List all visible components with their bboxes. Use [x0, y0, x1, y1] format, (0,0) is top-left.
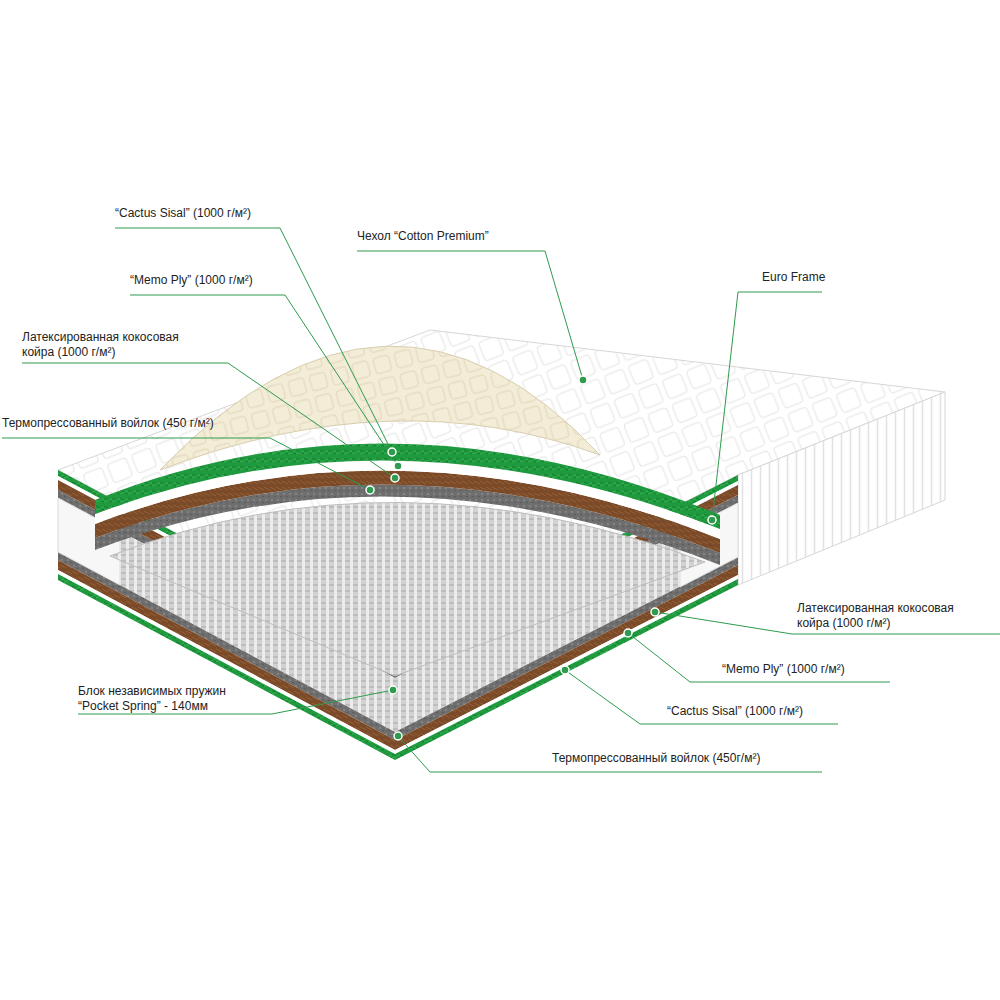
leader-dot [624, 629, 632, 637]
callout-label: Чехол “Cotton Premium” [357, 229, 489, 244]
callout-label: “Memo Ply” (1000 г/м²) [722, 662, 845, 677]
callout-label: Блок независимых пружин “Pocket Spring” … [78, 684, 243, 714]
leader-line [2, 438, 370, 490]
leader-dot [651, 608, 659, 616]
leader-line [398, 736, 822, 772]
callout-label: “Cactus Sisal” (1000 г/м²) [667, 704, 803, 719]
leader-dot [579, 376, 587, 384]
mattress-side [738, 392, 945, 585]
callout-label: Термопрессованный войлок (450г/м²) [552, 751, 760, 766]
section-layers [58, 470, 738, 760]
leader-dot [388, 448, 396, 456]
leader-line [628, 633, 890, 682]
cover-flap [160, 346, 600, 470]
leader-line [130, 295, 398, 466]
callout-label: Термопрессованный войлок (450 г/м²) [2, 416, 214, 431]
leader-dots [366, 376, 716, 740]
callout-label: Латексированная кокосовая койра (1000 г/… [22, 330, 207, 360]
leader-dot [561, 666, 569, 674]
leader-dot [708, 516, 716, 524]
callout-label: Euro Frame [762, 270, 825, 285]
leader-lines [2, 228, 1000, 772]
callout-label: Латексированная кокосовая койра (1000 г/… [797, 601, 982, 631]
leader-line [565, 670, 838, 724]
leader-line [357, 251, 583, 380]
leader-dot [391, 474, 399, 482]
leader-line [712, 292, 822, 520]
leader-dot [394, 732, 402, 740]
callout-label: “Cactus Sisal” (1000 г/м²) [115, 206, 251, 221]
leader-dot [394, 462, 402, 470]
leader-dot [366, 486, 374, 494]
leader-dot [389, 686, 397, 694]
callout-label: “Memo Ply” (1000 г/м²) [130, 273, 253, 288]
